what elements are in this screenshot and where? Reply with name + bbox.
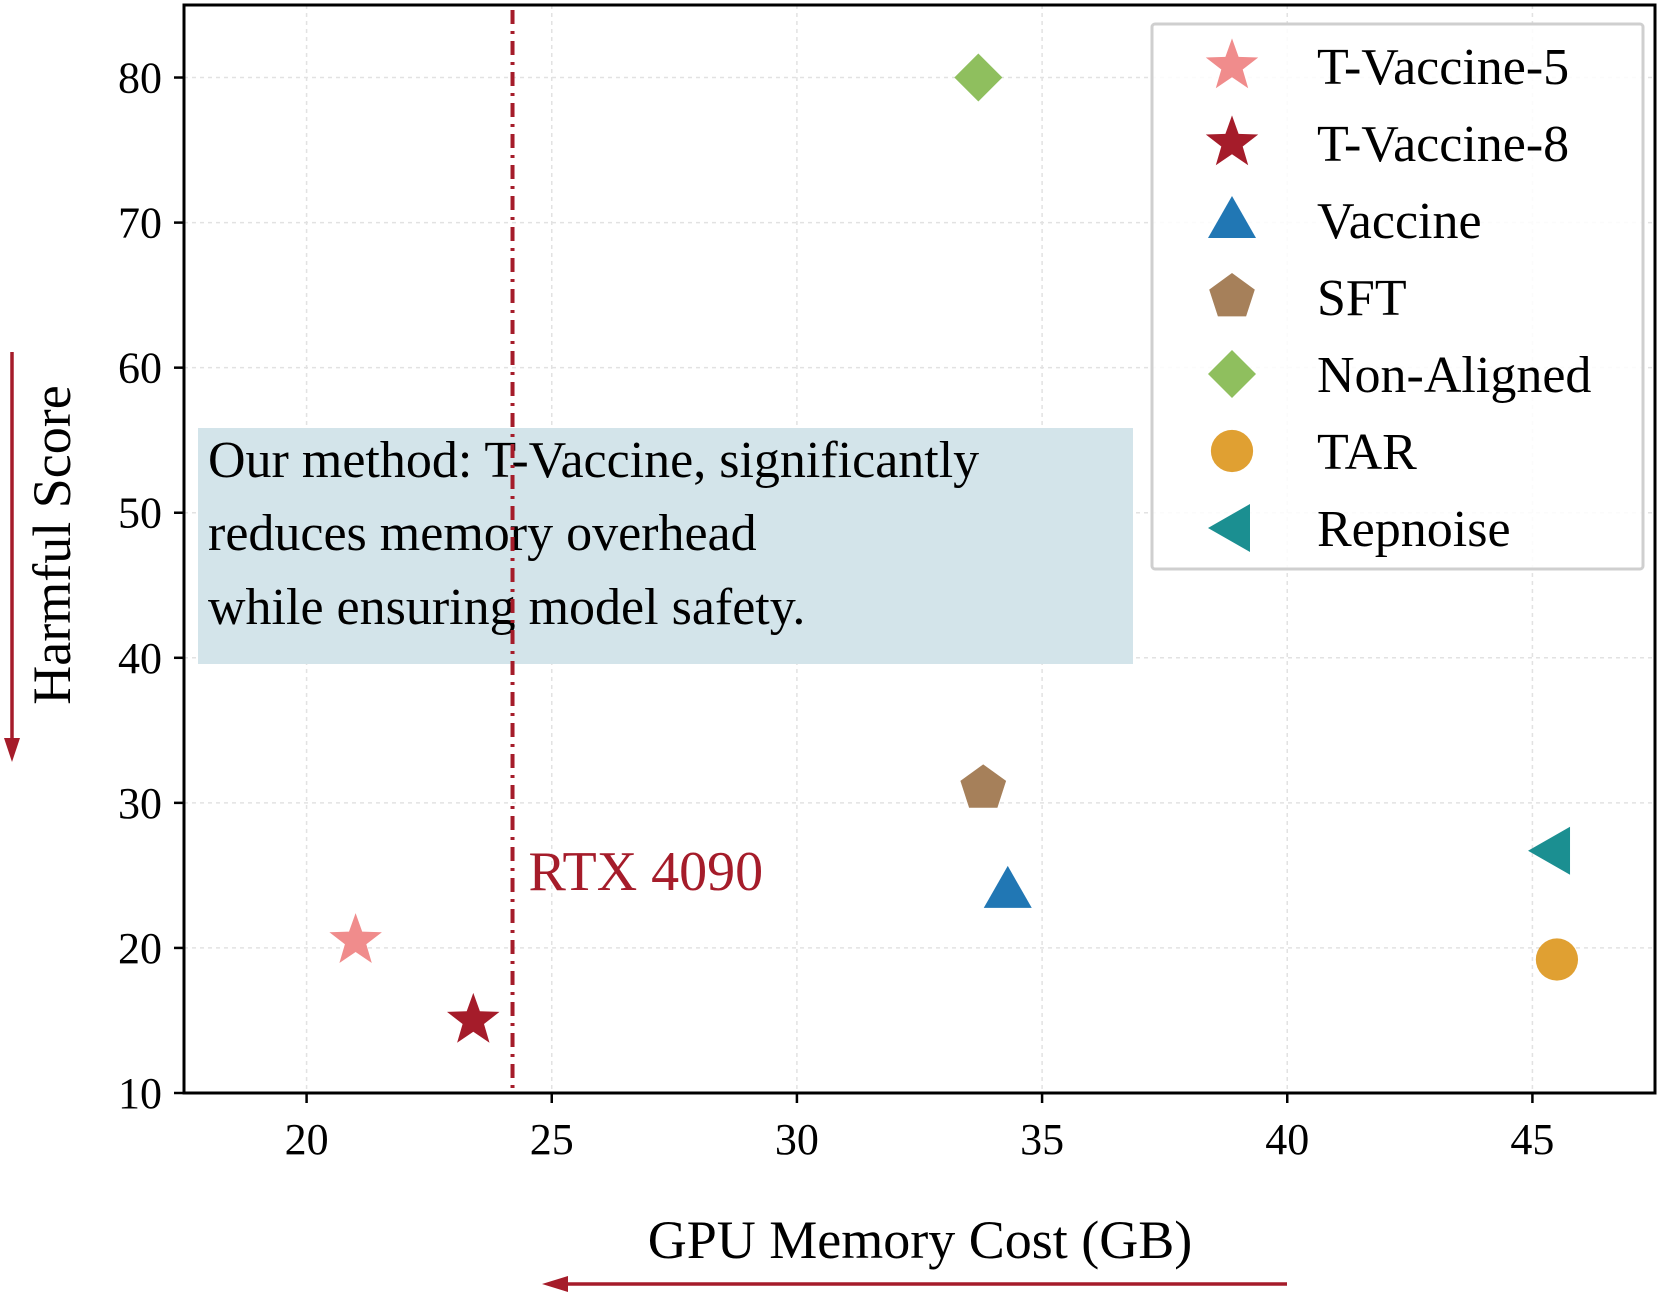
- x-direction-arrow-head: [542, 1276, 568, 1292]
- plot-frame: [182, 3, 1657, 1095]
- point-vaccine: [983, 865, 1032, 908]
- annotation-text-line: while ensuring model safety.: [208, 579, 805, 636]
- y-tick-label: 80: [118, 54, 162, 103]
- y-direction-arrow-head: [4, 738, 20, 762]
- legend-marker-t-vaccine-5: [1205, 38, 1259, 89]
- legend-marker-sft: [1209, 273, 1255, 317]
- reference-line: RTX 4090: [510, 10, 764, 1093]
- legend-label: Non-Aligned: [1317, 347, 1591, 404]
- x-tick-label: 20: [285, 1115, 329, 1164]
- legend-label: TAR: [1317, 424, 1417, 481]
- x-tick-label: 35: [1020, 1115, 1064, 1164]
- y-tick-label: 70: [118, 199, 162, 248]
- x-tick-label: 30: [775, 1115, 819, 1164]
- legend-label: T-Vaccine-5: [1317, 39, 1569, 96]
- direction-arrows: [4, 352, 1287, 1292]
- legend-label: Repnoise: [1317, 501, 1511, 558]
- y-tick-label: 10: [118, 1069, 162, 1118]
- y-tick-label: 50: [118, 489, 162, 538]
- annotation-background: [198, 428, 1133, 664]
- annotation-text-line: Our method: T-Vaccine, significantly: [208, 432, 979, 489]
- data-points: [329, 53, 1579, 1043]
- x-tick-label: 25: [530, 1115, 574, 1164]
- legend-label: SFT: [1317, 270, 1407, 327]
- point-non-aligned: [954, 53, 1003, 102]
- x-tick-label: 45: [1510, 1115, 1554, 1164]
- point-tar: [1535, 938, 1579, 981]
- rtx4090-label: RTX 4090: [529, 841, 764, 903]
- point-sft: [960, 764, 1007, 808]
- x-axis-title: GPU Memory Cost (GB): [648, 1210, 1193, 1270]
- annotation-text-line: reduces memory overhead: [208, 505, 757, 562]
- point-repnoise: [1528, 826, 1571, 875]
- legend-marker-vaccine: [1208, 196, 1256, 238]
- legend-marker-non-aligned: [1208, 350, 1256, 398]
- legend-marker-repnoise: [1208, 504, 1250, 552]
- y-tick-label: 60: [118, 344, 162, 393]
- point-t-vaccine-5: [329, 913, 382, 963]
- y-tick-label: 30: [118, 779, 162, 828]
- y-tick-label: 20: [118, 924, 162, 973]
- y-tick-label: 40: [118, 634, 162, 683]
- y-axis-title: Harmful Score: [22, 385, 82, 704]
- axis-ticks: 20 25 30 35 40 45 10 20 30 40 50 60 70 80: [118, 54, 1554, 1164]
- plot-border: [182, 3, 1657, 1095]
- legend-marker-tar: [1210, 429, 1254, 473]
- point-t-vaccine-8: [447, 992, 500, 1043]
- annotation-box: Our method: T-Vaccine, significantly redu…: [198, 428, 1133, 664]
- legend-label: Vaccine: [1317, 193, 1482, 250]
- legend-marker-t-vaccine-8: [1205, 115, 1259, 166]
- x-tick-label: 40: [1265, 1115, 1309, 1164]
- legend-box: [1150, 22, 1645, 571]
- legend-label: T-Vaccine-8: [1317, 116, 1569, 173]
